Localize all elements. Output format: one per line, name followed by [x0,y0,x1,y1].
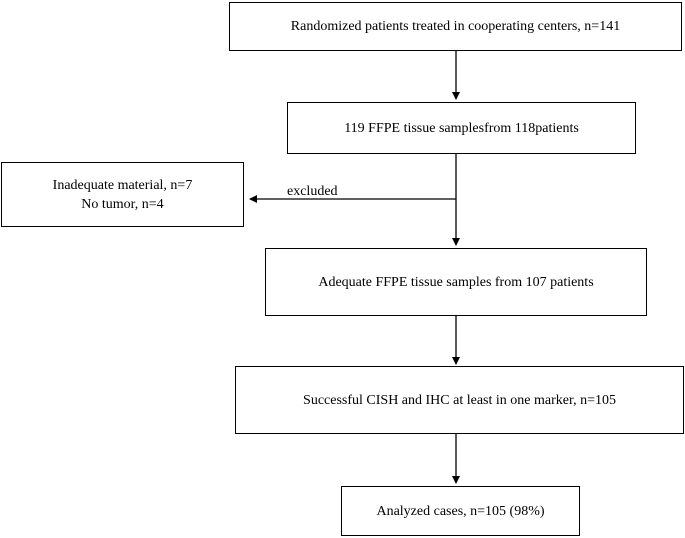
randomized-patients-text: Randomized patients treated in cooperati… [290,19,621,34]
analyzed-cases-text: Analyzed cases, n=105 (98%) [376,503,545,519]
successful-cish-ihc-box: Successful CISH and IHC at least in one … [235,366,684,434]
excluded-inadequate-text: Inadequate material, n=7 [52,177,193,193]
excluded-label: excluded [287,184,338,199]
randomized-patients-box: Randomized patients treated in cooperati… [229,2,682,51]
adequate-samples-text: Adequate FFPE tissue samples from 107 pa… [318,274,594,290]
adequate-samples-box: Adequate FFPE tissue samples from 107 pa… [265,248,647,316]
excluded-box: Inadequate material, n=7 No tumor, n=4 [1,162,244,227]
ffpe-samples-text: 119 FFPE tissue samplesfrom 118patients [344,120,579,136]
analyzed-cases-box: Analyzed cases, n=105 (98%) [341,486,580,536]
ffpe-samples-box: 119 FFPE tissue samplesfrom 118patients [287,102,636,154]
excluded-no-tumor-text: No tumor, n=4 [81,196,164,212]
successful-cish-ihc-text: Successful CISH and IHC at least in one … [303,392,616,408]
